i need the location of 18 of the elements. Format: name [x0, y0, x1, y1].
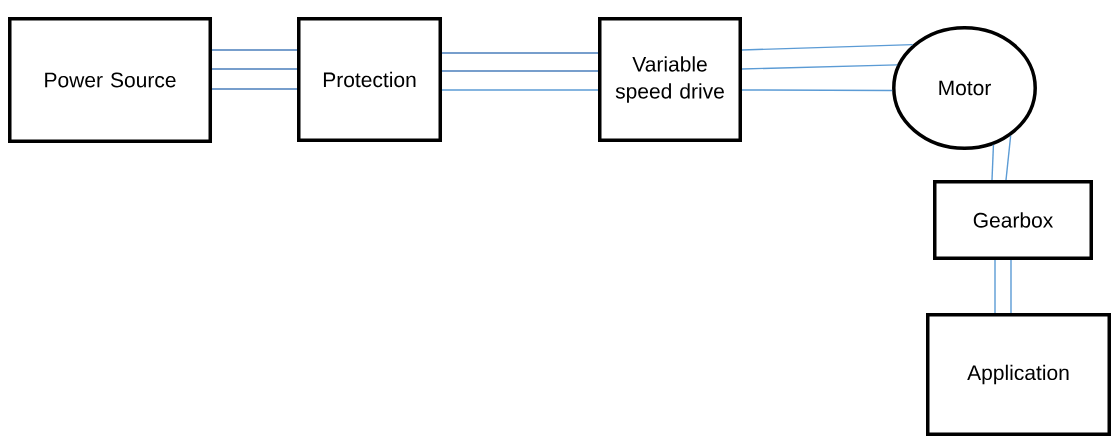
connector-line: [211, 68, 298, 70]
connector-line: [1005, 135, 1012, 181]
connector-line: [441, 52, 599, 54]
process-box: Application: [926, 313, 1111, 436]
connector-line: [211, 88, 298, 90]
process-box: Protection: [297, 17, 442, 142]
connector-line: [741, 89, 893, 92]
process-box: Gearbox: [933, 180, 1093, 260]
connector-line: [441, 89, 599, 91]
process-box: Variable speed drive: [598, 17, 742, 142]
connector-line: [441, 70, 599, 72]
process-box: Power Source: [8, 17, 212, 143]
connector-line: [741, 64, 898, 70]
connector-line: [741, 43, 914, 51]
connector-line: [211, 49, 298, 51]
connector-line: [991, 144, 995, 181]
connector-line: [994, 259, 996, 314]
connector-line: [1010, 259, 1012, 314]
